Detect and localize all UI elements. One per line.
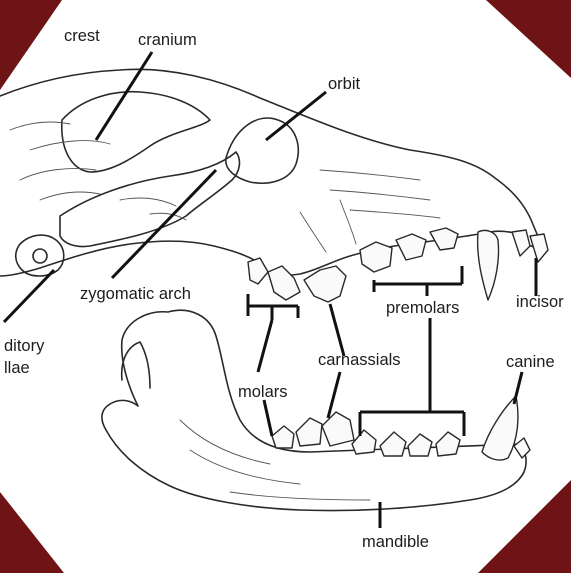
molars-upper-leader [258,320,272,372]
label-cranium: cranium [138,32,197,49]
premolars-bracket [374,266,462,296]
label-zygomatic-arch: zygomatic arch [80,286,191,303]
upper-canine [478,230,499,300]
cranium-dome [62,92,210,172]
lower-canine [482,396,518,460]
skull-outline [0,69,546,276]
label-auditory-line1: ditory [4,338,44,355]
label-orbit: orbit [328,76,360,93]
orbit-leader [266,92,326,140]
carnassials-lower-leader [328,372,340,418]
mandible-drawing [102,310,530,510]
label-canine: canine [506,354,555,371]
mandible-outline [102,310,526,510]
canine-leader [514,372,522,404]
carnassials-upper-leader [330,304,344,356]
molars-lower-leader [264,400,272,436]
label-mandible: mandible [362,534,429,551]
zygomatic-arch-drawing [60,152,239,247]
label-carnassials: carnassials [318,352,401,369]
label-premolars: premolars [386,300,459,317]
label-molars: molars [238,384,288,401]
label-incisors: incisor [516,294,564,311]
label-auditory-line2: llae [4,360,30,377]
label-crest: crest [64,28,100,45]
skull-drawing [0,69,548,302]
auditory-leader [4,270,54,322]
coronoid-process [122,342,150,388]
auditory-bulla-drawing [16,235,64,276]
